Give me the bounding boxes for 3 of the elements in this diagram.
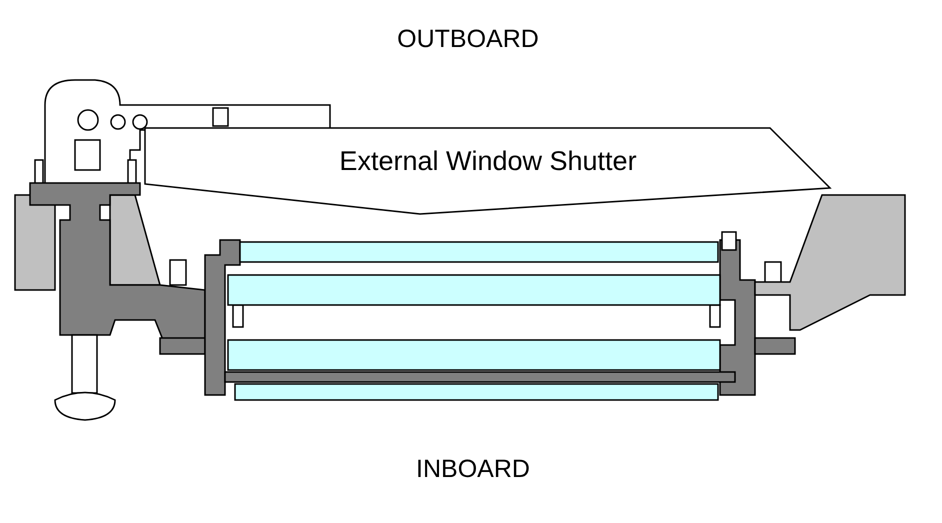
side-label: INBOARD	[416, 455, 530, 484]
side-label: OUTBOARD	[397, 25, 539, 54]
shutter-label: External Window Shutter	[339, 146, 637, 177]
